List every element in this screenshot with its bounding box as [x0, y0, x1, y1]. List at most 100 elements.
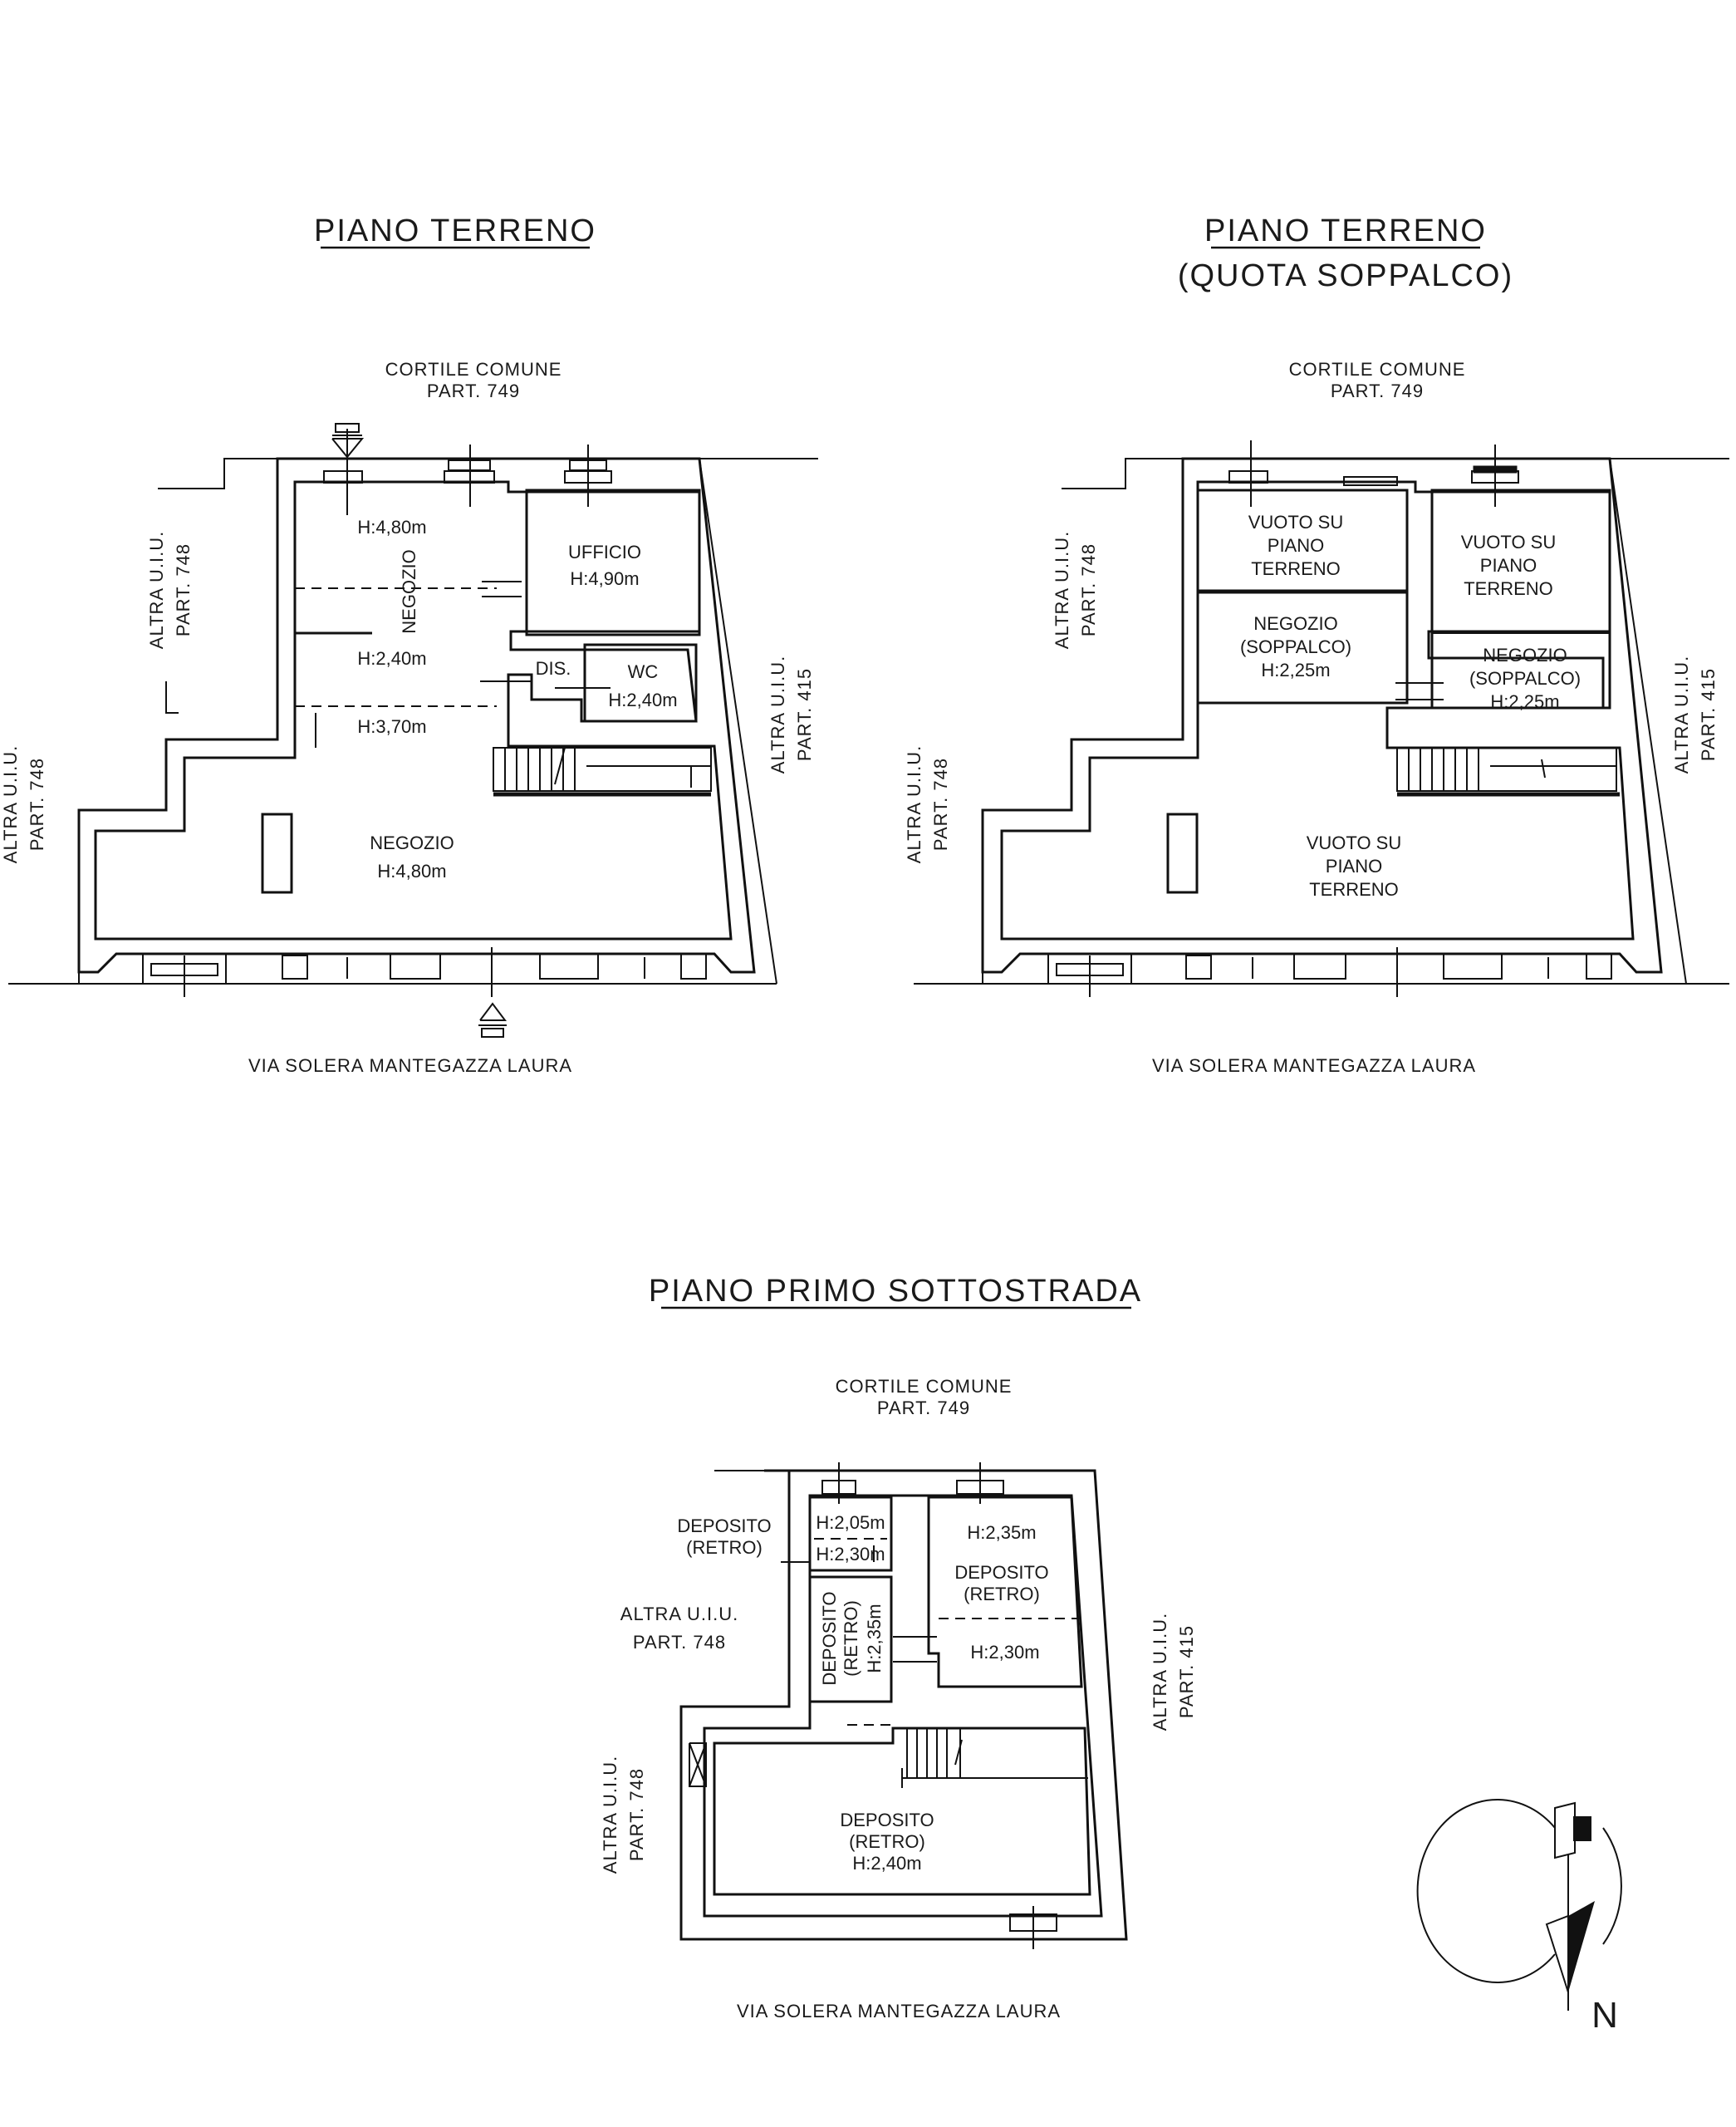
courtyard-label: CORTILE COMUNE [1289, 359, 1466, 380]
parcel-label: PART. 749 [877, 1398, 970, 1418]
room-label-retro: (RETRO) [841, 1600, 861, 1677]
room-height-label: H:2,40m [852, 1853, 921, 1874]
neighbor-east: ALTRA U.I.U. [1671, 656, 1692, 774]
room-height-label: H:3,70m [357, 716, 426, 737]
street-label: VIA SOLERA MANTEGAZZA LAURA [737, 2001, 1061, 2021]
neighbor-west-lower: ALTRA U.I.U. [0, 745, 21, 863]
neighbor-east-parcel: PART. 415 [1176, 1625, 1197, 1718]
room-label-void: PIANO [1268, 535, 1324, 556]
boundary-east [1609, 458, 1687, 985]
room-label-retro: (RETRO) [686, 1537, 763, 1558]
room-height-label: H:2,35m [967, 1522, 1036, 1543]
plan-mezzanine: PIANO TERRENO (QUOTA SOPPALCO) CORTILE C… [904, 214, 1729, 1076]
entrance-arrow-north [331, 423, 365, 459]
compass-flag-top [1554, 1801, 1576, 1859]
room-height-label: H:2,25m [1261, 660, 1330, 680]
neighbor-east-parcel: PART. 415 [1698, 668, 1719, 761]
room-label-deposito: DEPOSITO [819, 1591, 840, 1685]
room-label-retro: (RETRO) [849, 1831, 925, 1852]
north-openings [1228, 440, 1519, 507]
wall-corridor-store [808, 1575, 893, 1703]
room-label-negozio: NEGOZIO [1483, 645, 1567, 666]
plan-basement: PIANO PRIMO SOTTOSTRADA CORTILE COMUNE P… [600, 1274, 1197, 2021]
room-height-label: H:2,25m [1490, 691, 1559, 712]
room-height-label: H:2,40m [357, 648, 426, 669]
plan-title: PIANO TERRENO [314, 214, 596, 248]
boundary-west-lower [78, 739, 278, 984]
staircase [1396, 747, 1620, 797]
compass-arc-right [1602, 1827, 1622, 1945]
boundary-east [699, 458, 777, 985]
neighbor-west-lower-parcel: PART. 748 [27, 758, 47, 851]
compass-arc-left [1416, 1799, 1556, 1983]
vent-cross [689, 1742, 707, 1787]
room-label-void: PIANO [1326, 856, 1382, 877]
staircase [901, 1727, 1088, 1788]
neighbor-east-parcel: PART. 415 [794, 668, 815, 761]
north-letter: N [1591, 1995, 1618, 2036]
room-label-void: VUOTO SU [1248, 512, 1344, 533]
room-label-ufficio: UFFICIO [568, 542, 641, 562]
neighbor-west-lower-parcel: PART. 748 [930, 758, 951, 851]
plan-title: PIANO PRIMO SOTTOSTRADA [649, 1274, 1142, 1309]
exterior-wall [77, 457, 756, 974]
room-label-wc: WC [628, 661, 659, 682]
north-openings [821, 1462, 1004, 1504]
entrance-arrow-south [478, 1002, 507, 1038]
neighbor-west-upper: ALTRA U.I.U. [1052, 531, 1072, 649]
room-label-retro: (RETRO) [964, 1584, 1040, 1604]
wall-main-store [713, 1727, 1091, 1896]
boundary-north [158, 458, 818, 489]
room-height-label: H:4,80m [377, 861, 446, 882]
parcel-label: PART. 749 [1331, 381, 1424, 401]
neighbor-west-upper-parcel: PART. 748 [173, 543, 194, 636]
room-label-void: TERRENO [1251, 558, 1341, 579]
wall-ufficio [525, 489, 701, 636]
room-label-void: VUOTO SU [1307, 833, 1402, 853]
neighbor-west-lower-parcel: PART. 748 [626, 1768, 647, 1861]
compass-flag-black [1573, 1816, 1591, 1841]
room-height-label: H:2,30m [970, 1642, 1039, 1663]
wall-wc [583, 643, 698, 723]
room-label-soppalco: (SOPPALCO) [1469, 668, 1581, 689]
neighbor-west-upper: ALTRA U.I.U. [146, 531, 167, 649]
plan-subtitle: (QUOTA SOPPALCO) [1178, 258, 1513, 293]
staircase [493, 747, 712, 797]
room-height-label: H:2,30m [816, 1544, 885, 1565]
neighbor-west-upper-parcel: PART. 748 [1078, 543, 1099, 636]
plan-ground-floor: PIANO TERRENO CORTILE COMUNE PART. 749 V… [0, 214, 818, 1076]
street-label: VIA SOLERA MANTEGAZZA LAURA [248, 1055, 572, 1076]
north-pointer-right [1568, 1901, 1595, 1992]
plan-title: PIANO TERRENO [1204, 214, 1487, 248]
exterior-wall [981, 457, 1663, 974]
boundary-west [165, 681, 179, 714]
wall-small-store [808, 1496, 893, 1572]
neighbor-west-lower: ALTRA U.I.U. [600, 1756, 620, 1874]
column [1166, 813, 1199, 894]
room-height-label: H:4,90m [570, 568, 639, 589]
room-label-soppalco: (SOPPALCO) [1240, 636, 1351, 657]
north-arrow: N [1416, 1799, 1622, 2036]
room-label-void: PIANO [1480, 555, 1537, 576]
interior-wall [703, 1494, 1103, 1918]
courtyard-label: CORTILE COMUNE [836, 1376, 1013, 1397]
south-openings [1047, 947, 1612, 997]
room-height-label: H:2,05m [816, 1512, 885, 1533]
room-label-void: TERRENO [1309, 879, 1399, 900]
room-label-void: VUOTO SU [1461, 532, 1557, 553]
room-label-dis: DIS. [536, 658, 571, 679]
courtyard-label: CORTILE COMUNE [385, 359, 562, 380]
wall-right-block [1430, 489, 1611, 710]
room-label-negozio: NEGOZIO [399, 549, 419, 633]
room-height-label: H:2,40m [608, 690, 677, 710]
room-label-deposito: DEPOSITO [954, 1562, 1048, 1583]
room-label-void: TERRENO [1464, 578, 1553, 599]
room-label-negozio: NEGOZIO [370, 833, 454, 853]
room-label-negozio: NEGOZIO [1253, 613, 1337, 634]
room-height-label: H:4,80m [357, 517, 426, 538]
south-openings [142, 947, 707, 997]
room-height-label: H:2,35m [864, 1604, 885, 1673]
neighbor-west-upper: ALTRA U.I.U. [620, 1604, 738, 1624]
street-label: VIA SOLERA MANTEGAZZA LAURA [1152, 1055, 1476, 1076]
